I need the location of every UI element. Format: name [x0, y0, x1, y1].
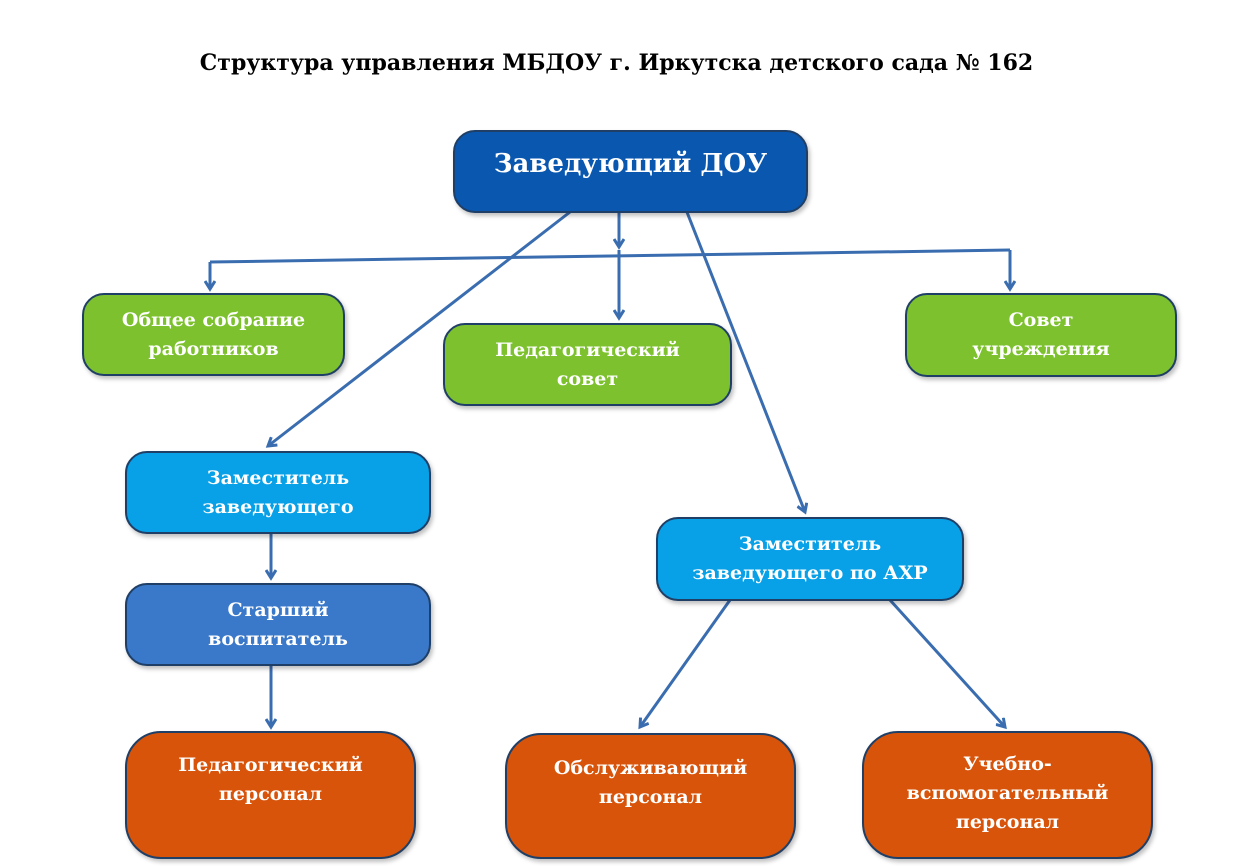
- node-label: Обслуживающий: [553, 757, 748, 779]
- node-label: заведующего по АХР: [692, 562, 928, 584]
- node-label: персонал: [955, 810, 1060, 833]
- node-deputy-ahr: Заместитель заведующего по АХР: [656, 517, 964, 601]
- node-service-staff: Обслуживающий персонал: [505, 733, 796, 859]
- chart-title: Структура управления МБДОУ г. Иркутска д…: [199, 50, 1034, 76]
- node-general-meeting: Общее собрание работников: [82, 293, 345, 376]
- node-label: персонал: [598, 786, 703, 808]
- node-label: совет: [556, 367, 619, 390]
- node-label: Учебно-: [963, 752, 1052, 775]
- node-label: вспомогательный: [906, 781, 1109, 804]
- node-label: Педагогический: [495, 338, 680, 361]
- council-bus: [209, 248, 1011, 264]
- node-label: Заместитель: [206, 466, 350, 489]
- node-label: персонал: [218, 783, 323, 805]
- node-ped-council: Педагогический совет: [443, 323, 732, 406]
- arrow-head-to-deputy: [268, 210, 571, 446]
- arrow-head-to-deputy-ahr: [681, 201, 805, 512]
- node-label: учреждения: [972, 338, 1110, 360]
- node-ped-staff: Педагогический персонал: [125, 731, 416, 859]
- node-label: Совет: [1008, 309, 1074, 331]
- node-label: заведующего: [202, 495, 354, 518]
- node-label: Педагогический: [178, 754, 363, 776]
- node-institution-council: Совет учреждения: [905, 293, 1177, 377]
- node-label: Заместитель: [738, 533, 882, 555]
- node-label: работников: [148, 337, 279, 360]
- node-label: Старший: [227, 598, 329, 621]
- node-label: Заведующий ДОУ: [493, 149, 768, 179]
- arrow-ahr-to-aux: [888, 598, 1005, 727]
- node-head: Заведующий ДОУ: [453, 130, 808, 213]
- arrow-ahr-to-service: [640, 599, 732, 727]
- node-senior-teacher: Старший воспитатель: [125, 583, 431, 666]
- node-aux-staff: Учебно- вспомогательный персонал: [862, 731, 1153, 859]
- node-deputy: Заместитель заведующего: [125, 451, 431, 534]
- node-label: Общее собрание: [121, 308, 306, 331]
- node-label: воспитатель: [208, 627, 348, 650]
